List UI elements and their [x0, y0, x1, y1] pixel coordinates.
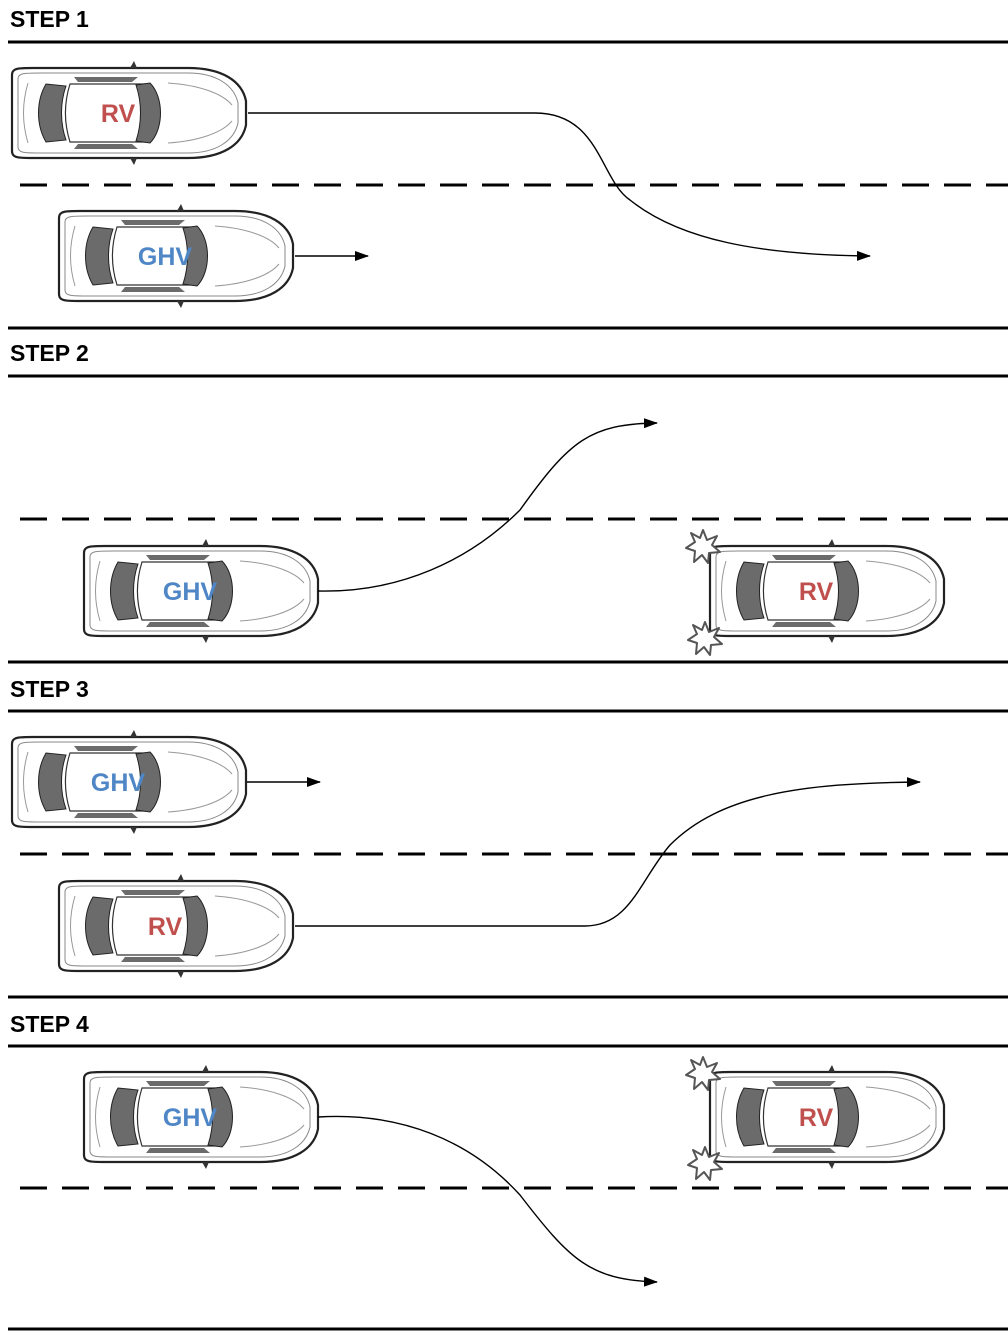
rv-trajectory	[295, 777, 921, 927]
ghv-label: GHV	[91, 769, 146, 797]
rv-label: RV	[101, 100, 136, 128]
rv-car: RV	[708, 537, 946, 645]
rv-label: RV	[148, 913, 183, 941]
ghv-label: GHV	[163, 578, 218, 606]
ghv-car: GHV	[82, 537, 320, 645]
ghv-label: GHV	[138, 243, 193, 271]
ghv-label: GHV	[163, 1104, 218, 1132]
step-2-title: STEP 2	[10, 340, 89, 366]
rv-trajectory	[248, 112, 871, 261]
ghv-trajectory	[317, 1115, 658, 1287]
ghv-car: GHV	[82, 1063, 320, 1171]
rv-label: RV	[799, 1104, 834, 1132]
step-2-panel: STEP 2 GHV RV	[8, 340, 1008, 664]
rv-label: RV	[799, 578, 834, 606]
step-4-panel: STEP 4 GHV RV	[8, 1011, 1008, 1331]
rv-car: RV	[708, 1063, 946, 1171]
step-1-panel: STEP 1 RV GHV	[8, 6, 1008, 330]
step-3-panel: STEP 3 GHV RV	[8, 676, 1008, 999]
ghv-car: GHV	[10, 728, 248, 836]
ghv-car: GHV	[57, 202, 295, 310]
step-4-title: STEP 4	[10, 1011, 89, 1037]
step-3-title: STEP 3	[10, 676, 89, 702]
rv-car: RV	[57, 872, 295, 980]
step-1-title: STEP 1	[10, 6, 89, 32]
rv-car: RV	[10, 59, 248, 167]
ghv-trajectory	[317, 418, 658, 592]
